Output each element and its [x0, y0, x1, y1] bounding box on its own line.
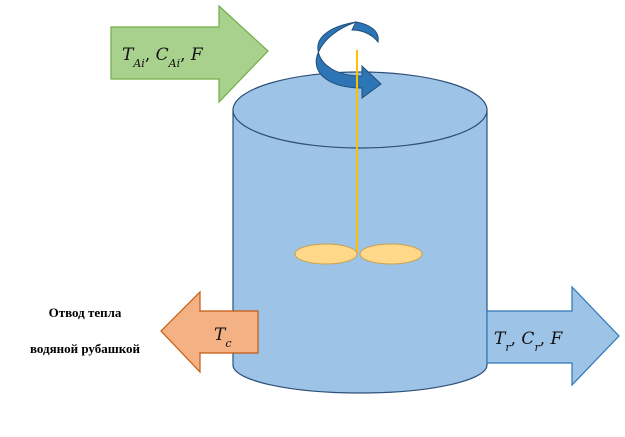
variable-subscript: c	[225, 337, 231, 350]
variable-symbol: T	[214, 325, 227, 345]
coolant-label: Tc	[214, 325, 232, 350]
variable-symbol: C	[156, 45, 169, 65]
variable-subscript: r	[505, 341, 511, 354]
outlet-label: Tr, Cr, F	[494, 329, 564, 354]
variable-symbol: C	[521, 329, 534, 349]
tank-top	[232, 71, 488, 149]
variable-symbol: T	[494, 329, 507, 349]
inlet-label: TAi, CAi, F	[122, 45, 204, 70]
inlet-arrow: TAi, CAi, F	[110, 4, 269, 104]
variable-symbol: F	[190, 45, 204, 65]
rotation-arrow-icon	[315, 21, 382, 99]
variable-subscript: Ai	[168, 57, 180, 70]
heat-removal-line2: водяной рубашкой	[29, 341, 141, 356]
outlet-arrow: Tr, Cr, F	[486, 285, 620, 387]
variable-symbol: T	[122, 45, 135, 65]
label-separator: ,	[540, 329, 551, 349]
heat-removal-line1: Отвод тепла	[48, 305, 122, 320]
label-separator: ,	[180, 45, 191, 65]
variable-subscript: Ai	[132, 57, 144, 70]
impeller-blade-left	[294, 243, 358, 265]
label-separator: ,	[145, 45, 156, 65]
coolant-arrow: Tc	[160, 290, 259, 374]
variable-subscript: r	[534, 341, 540, 354]
reactor-tank	[232, 71, 488, 394]
variable-symbol: F	[550, 329, 564, 349]
impeller-blade-right	[359, 243, 423, 265]
label-separator: ,	[511, 329, 522, 349]
tank-body	[232, 109, 488, 394]
impeller-icon	[294, 243, 423, 265]
